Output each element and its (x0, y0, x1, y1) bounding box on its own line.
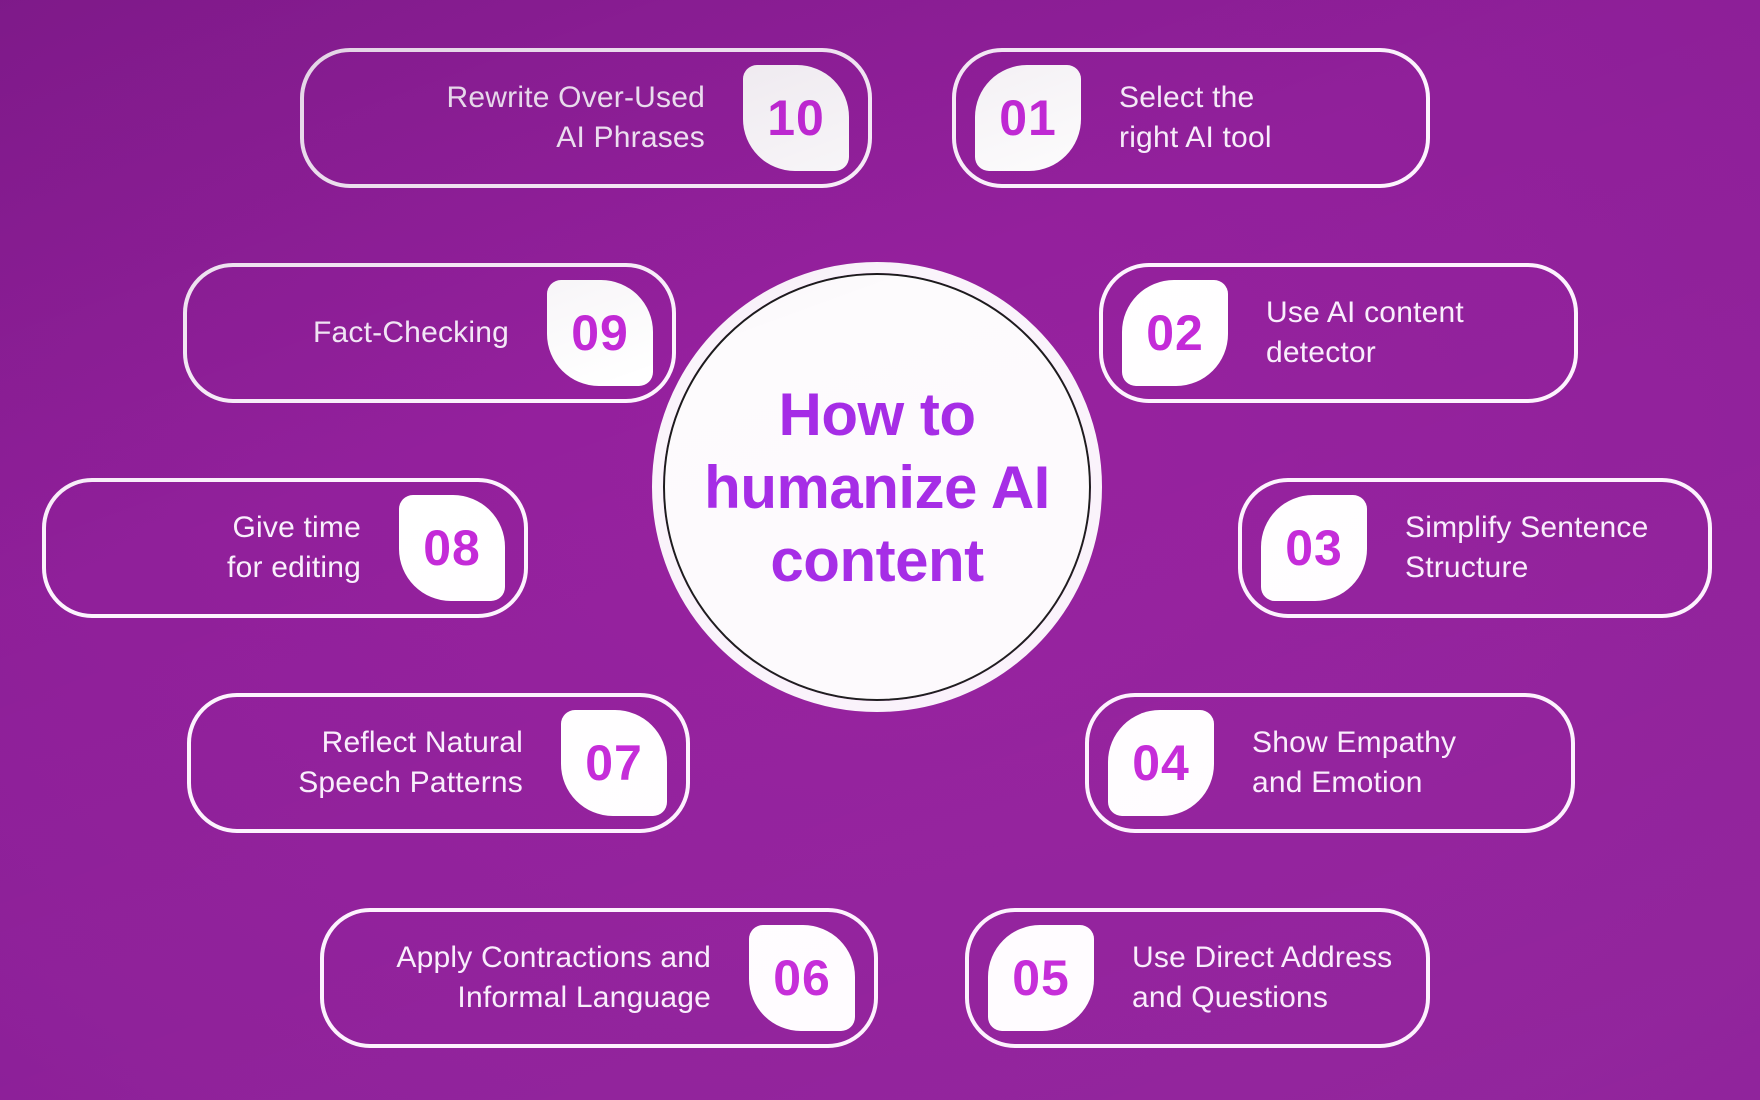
step-box-07: Reflect Natural Speech Patterns 07 (187, 693, 690, 833)
step-label-05: Use Direct Address and Questions (1132, 938, 1404, 1018)
step-label-03-line-1: Simplify Sentence (1405, 511, 1649, 544)
step-label-05-line-1: Use Direct Address (1132, 941, 1393, 974)
step-label-02-line-1: Use AI content (1266, 296, 1464, 329)
step-label-10: Rewrite Over-Used AI Phrases (326, 78, 705, 158)
step-label-01: Select the right AI tool (1119, 78, 1404, 158)
step-number-badge-10: 10 (743, 65, 849, 171)
step-label-02: Use AI content detector (1266, 293, 1552, 373)
step-label-06-line-1: Apply Contractions and (396, 941, 711, 974)
main-title-line-2: humanize AI (704, 453, 1050, 521)
step-label-04-line-2: and Emotion (1252, 766, 1423, 799)
step-label-04-line-1: Show Empathy (1252, 726, 1457, 759)
step-label-03: Simplify Sentence Structure (1405, 508, 1686, 588)
step-label-08: Give time for editing (68, 508, 361, 588)
step-number-05: 05 (1012, 950, 1070, 1006)
step-number-badge-08: 08 (399, 495, 505, 601)
step-box-09: Fact-Checking 09 (183, 263, 676, 403)
step-number-badge-05: 05 (988, 925, 1094, 1031)
step-box-01: 01 Select the right AI tool (952, 48, 1430, 188)
step-box-03: 03 Simplify Sentence Structure (1238, 478, 1712, 618)
step-number-badge-04: 04 (1108, 710, 1214, 816)
step-label-07-line-2: Speech Patterns (298, 766, 523, 799)
step-label-05-line-2: and Questions (1132, 981, 1329, 1014)
step-box-10: Rewrite Over-Used AI Phrases 10 (300, 48, 872, 188)
step-label-06-line-2: Informal Language (457, 981, 711, 1014)
step-label-10-line-1: Rewrite Over-Used (446, 81, 705, 114)
step-label-08-line-1: Give time (232, 511, 361, 544)
step-box-05: 05 Use Direct Address and Questions (965, 908, 1430, 1048)
step-number-badge-03: 03 (1261, 495, 1367, 601)
step-label-09-line-1: Fact-Checking (312, 316, 509, 349)
step-label-06: Apply Contractions and Informal Language (346, 938, 711, 1018)
step-label-10-line-2: AI Phrases (556, 121, 705, 154)
step-label-07-line-1: Reflect Natural (321, 726, 523, 759)
step-label-09: Fact-Checking (209, 313, 509, 353)
step-label-08-line-2: for editing (227, 551, 361, 584)
step-number-badge-01: 01 (975, 65, 1081, 171)
step-number-08: 08 (423, 520, 481, 576)
step-number-04: 04 (1132, 735, 1190, 791)
step-label-03-line-2: Structure (1405, 551, 1529, 584)
step-label-07: Reflect Natural Speech Patterns (213, 723, 523, 803)
step-box-06: Apply Contractions and Informal Language… (320, 908, 878, 1048)
step-box-08: Give time for editing 08 (42, 478, 528, 618)
step-label-02-line-2: detector (1266, 336, 1376, 369)
center-circle: How to humanize AI content (652, 262, 1102, 712)
main-title-line-1: How to (778, 380, 976, 448)
step-number-01: 01 (999, 90, 1057, 146)
step-number-badge-09: 09 (547, 280, 653, 386)
main-title-line-3: content (770, 526, 984, 594)
step-box-02: 02 Use AI content detector (1099, 263, 1578, 403)
step-number-02: 02 (1146, 305, 1204, 361)
step-number-07: 07 (585, 735, 643, 791)
step-number-badge-06: 06 (749, 925, 855, 1031)
step-number-03: 03 (1285, 520, 1343, 576)
step-number-badge-02: 02 (1122, 280, 1228, 386)
step-label-04: Show Empathy and Emotion (1252, 723, 1549, 803)
step-label-01-line-1: Select the (1119, 81, 1255, 114)
step-number-06: 06 (773, 950, 831, 1006)
step-number-09: 09 (571, 305, 629, 361)
step-number-badge-07: 07 (561, 710, 667, 816)
step-number-10: 10 (767, 90, 825, 146)
step-box-04: 04 Show Empathy and Emotion (1085, 693, 1575, 833)
step-label-01-line-2: right AI tool (1119, 121, 1272, 154)
